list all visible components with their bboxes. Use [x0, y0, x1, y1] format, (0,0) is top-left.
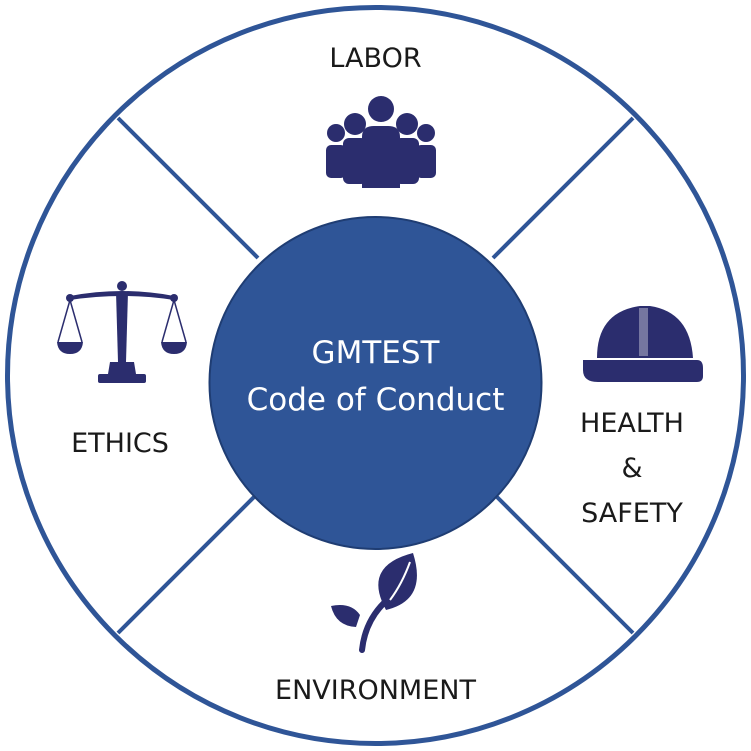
segment-dividers	[116, 116, 635, 635]
hard-hat-icon	[583, 306, 703, 382]
safety-label: SAFETY	[581, 498, 683, 529]
ethics-label: ETHICS	[71, 428, 169, 459]
segment-environment: ENVIRONMENT	[275, 553, 476, 706]
scales-of-justice-icon	[57, 281, 187, 383]
segment-ethics: ETHICS	[57, 281, 187, 459]
divider-top-left	[116, 116, 260, 260]
divider-top-right	[491, 116, 635, 260]
labor-label: LABOR	[329, 43, 421, 74]
divider-bottom-right	[491, 491, 635, 635]
ampersand-label: &	[621, 453, 642, 484]
environment-label: ENVIRONMENT	[275, 675, 476, 706]
divider-bottom-left	[116, 491, 260, 635]
leaf-sprout-icon	[331, 553, 417, 653]
center-hub	[208, 216, 543, 550]
people-group-icon	[326, 96, 436, 188]
segment-labor: LABOR	[326, 43, 436, 188]
center-subtitle: Code of Conduct	[247, 382, 505, 418]
center-title: GMTEST	[312, 335, 441, 371]
health-label: HEALTH	[580, 408, 684, 439]
segment-health-safety: HEALTH & SAFETY	[580, 306, 703, 529]
